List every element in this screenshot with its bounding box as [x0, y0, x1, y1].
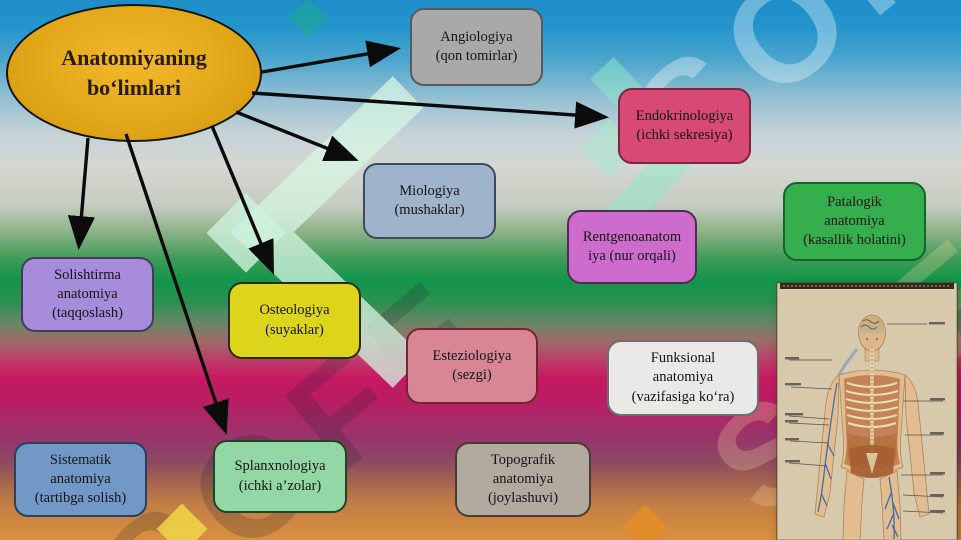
- node-label-line: Funksional: [650, 350, 716, 367]
- human-anatomy-chart-image: [776, 282, 958, 540]
- arrow-to-endokrinologiya: [251, 91, 610, 129]
- node-label-line: (ichki a’zolar): [238, 477, 322, 494]
- node-angiologiya: Angiologiya (qon tomirlar): [410, 8, 543, 86]
- node-miologiya: Miologiya (mushaklar): [363, 163, 496, 239]
- node-patalogik-anatomiya: Patalogik anatomiya (kasallik holatini): [783, 182, 926, 261]
- node-label-line: anatomiya: [652, 369, 714, 386]
- node-esteziologiya: Esteziologiya (sezgi): [406, 328, 538, 404]
- node-label-line: (tartibga solish): [34, 490, 127, 507]
- node-splanxnologiya: Splanxnologiya (ichki a’zolar): [213, 440, 347, 513]
- node-label-line: Endokrinologiya: [635, 107, 734, 124]
- node-label-line: Osteologiya: [259, 302, 330, 319]
- node-label-line: (qon tomirlar): [435, 48, 518, 64]
- node-label-line: (suyaklar): [265, 321, 324, 338]
- node-label-line: (sezgi): [452, 367, 492, 383]
- node-funksional-anatomiya: Funksional anatomiya (vazifasiga ko‘ra): [607, 340, 759, 416]
- root-title-line: bo‘limlari: [86, 75, 182, 100]
- node-osteologiya: Osteologiya (suyaklar): [228, 282, 361, 359]
- node-label-line: (vazifasiga ko‘ra): [631, 388, 735, 405]
- node-label-line: (kasallik holatini): [803, 232, 906, 249]
- arrow-to-solishtirma: [67, 137, 95, 251]
- node-label-line: (mushaklar): [394, 202, 465, 218]
- node-endokrinologiya: Endokrinologiya (ichki sekresiya): [618, 88, 751, 164]
- node-label-line: (taqqoslash): [52, 305, 123, 322]
- node-label-line: (ichki sekresiya): [636, 127, 733, 143]
- node-label-line: Solishtirma: [54, 266, 121, 283]
- arrow-to-angiologiya: [261, 40, 402, 74]
- diagram-root-ellipse: Anatomiyaning bo‘limlari: [6, 4, 262, 142]
- node-solishtirma-anatomiya: Solishtirma anatomiya (taqqoslash): [21, 257, 154, 332]
- node-label-line: anatomiya: [492, 470, 554, 487]
- node-label-line: Esteziologiya: [432, 347, 512, 364]
- node-label-line: anatomiya: [824, 212, 885, 229]
- arrow-to-miologiya: [235, 110, 359, 161]
- arrow-to-osteologiya: [210, 125, 274, 275]
- node-label-line: Miologiya: [399, 182, 460, 199]
- node-topografik-anatomiya: Topografik anatomiya (joylashuvi): [455, 442, 591, 517]
- node-label-line: (joylashuvi): [487, 490, 559, 507]
- node-sistematik-anatomiya: Sistematik anatomiya (tartibga solish): [14, 442, 147, 517]
- node-label-line: iya (nur orqali): [588, 248, 676, 264]
- node-label-line: Rentgenoanatom: [582, 228, 682, 245]
- node-label-line: Sistematik: [49, 451, 112, 468]
- root-title-line: Anatomiyaning: [61, 45, 207, 71]
- node-label-line: Splanxnologiya: [234, 458, 326, 475]
- node-label-line: Topografik: [490, 451, 556, 468]
- node-label-line: anatomiya: [57, 285, 118, 302]
- node-label-line: Patalogik: [827, 193, 882, 210]
- node-label-line: anatomiya: [50, 470, 111, 487]
- node-label-line: Angiologiya: [440, 28, 513, 45]
- node-rentgenoanatomiya: Rentgenoanatom iya (nur orqali): [567, 210, 697, 284]
